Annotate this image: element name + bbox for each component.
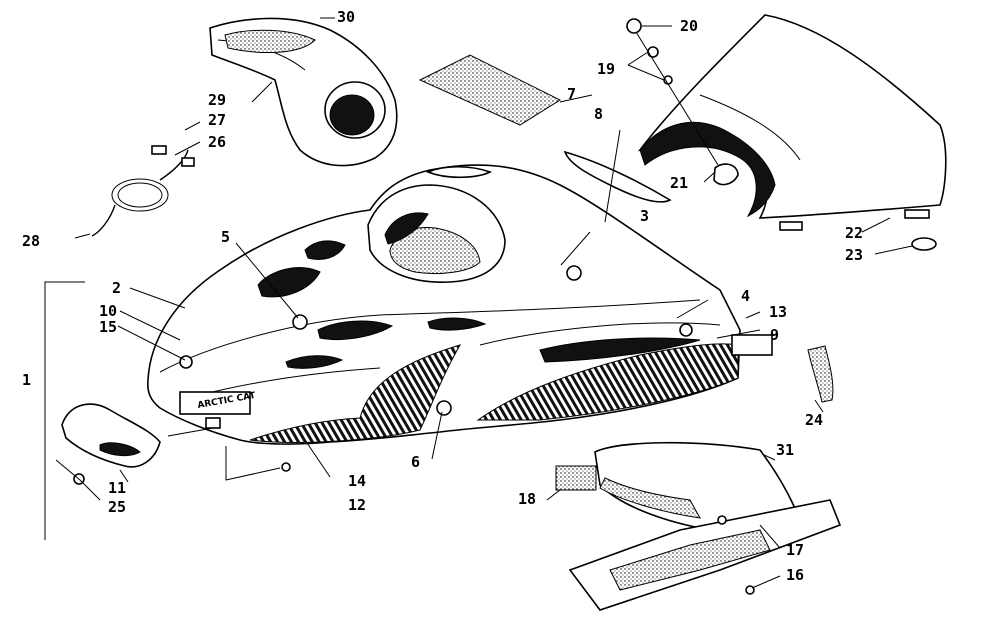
grommet-6 [436, 400, 452, 416]
grommet-5 [292, 314, 308, 330]
callout-18: 18 [518, 490, 536, 508]
callout-9: 9 [770, 326, 779, 344]
callout-3: 3 [640, 207, 649, 225]
callout-12: 12 [348, 496, 366, 514]
callout-4: 4 [741, 287, 750, 305]
shroud-29 [209, 17, 398, 167]
nose-bracket-11 [61, 403, 161, 468]
callout-1: 1 [22, 371, 31, 389]
callout-8: 8 [594, 105, 603, 123]
decal-18 [555, 465, 597, 491]
hood: ARCTIC CAT [147, 164, 741, 445]
callout-23: 23 [845, 246, 863, 264]
callout-11: 11 [108, 479, 126, 497]
seat-assembly [568, 441, 842, 611]
callout-labels: 1 2 3 4 5 6 7 8 9 10 11 12 13 14 15 16 1… [22, 8, 863, 584]
callout-16: 16 [786, 566, 804, 584]
callout-31: 31 [776, 441, 794, 459]
wire-harness [91, 145, 195, 237]
callout-21: 21 [670, 174, 688, 192]
callout-5: 5 [221, 228, 230, 246]
callout-2: 2 [112, 279, 121, 297]
grommet-3 [566, 265, 582, 281]
callout-7: 7 [567, 85, 576, 103]
callout-28: 28 [22, 232, 40, 250]
decal-7 [418, 54, 562, 126]
callout-29: 29 [208, 91, 226, 109]
trim-24 [807, 345, 834, 403]
grommet-4 [679, 323, 693, 337]
windshield [626, 14, 947, 251]
callout-27: 27 [208, 111, 226, 129]
fastener-17 [717, 515, 727, 525]
leader-lines [44, 17, 913, 589]
fastener-clip [205, 417, 221, 429]
rivet-20 [626, 18, 642, 34]
grommet-15 [179, 355, 193, 369]
callout-14: 14 [348, 472, 366, 490]
callout-30: 30 [337, 8, 355, 26]
decal-9 [731, 334, 773, 356]
callout-15: 15 [99, 318, 117, 336]
washer-23 [911, 237, 937, 251]
callout-13: 13 [769, 303, 787, 321]
wellnut-21 [713, 163, 739, 186]
callout-26: 26 [208, 133, 226, 151]
callout-25: 25 [108, 498, 126, 516]
screw-12 [281, 462, 291, 472]
callout-10: 10 [99, 302, 117, 320]
callout-20: 20 [680, 17, 698, 35]
callout-17: 17 [786, 541, 804, 559]
callout-19: 19 [597, 60, 615, 78]
trim-8 [563, 150, 672, 203]
callout-22: 22 [845, 224, 863, 242]
callout-6: 6 [411, 453, 420, 471]
callout-24: 24 [805, 411, 823, 429]
